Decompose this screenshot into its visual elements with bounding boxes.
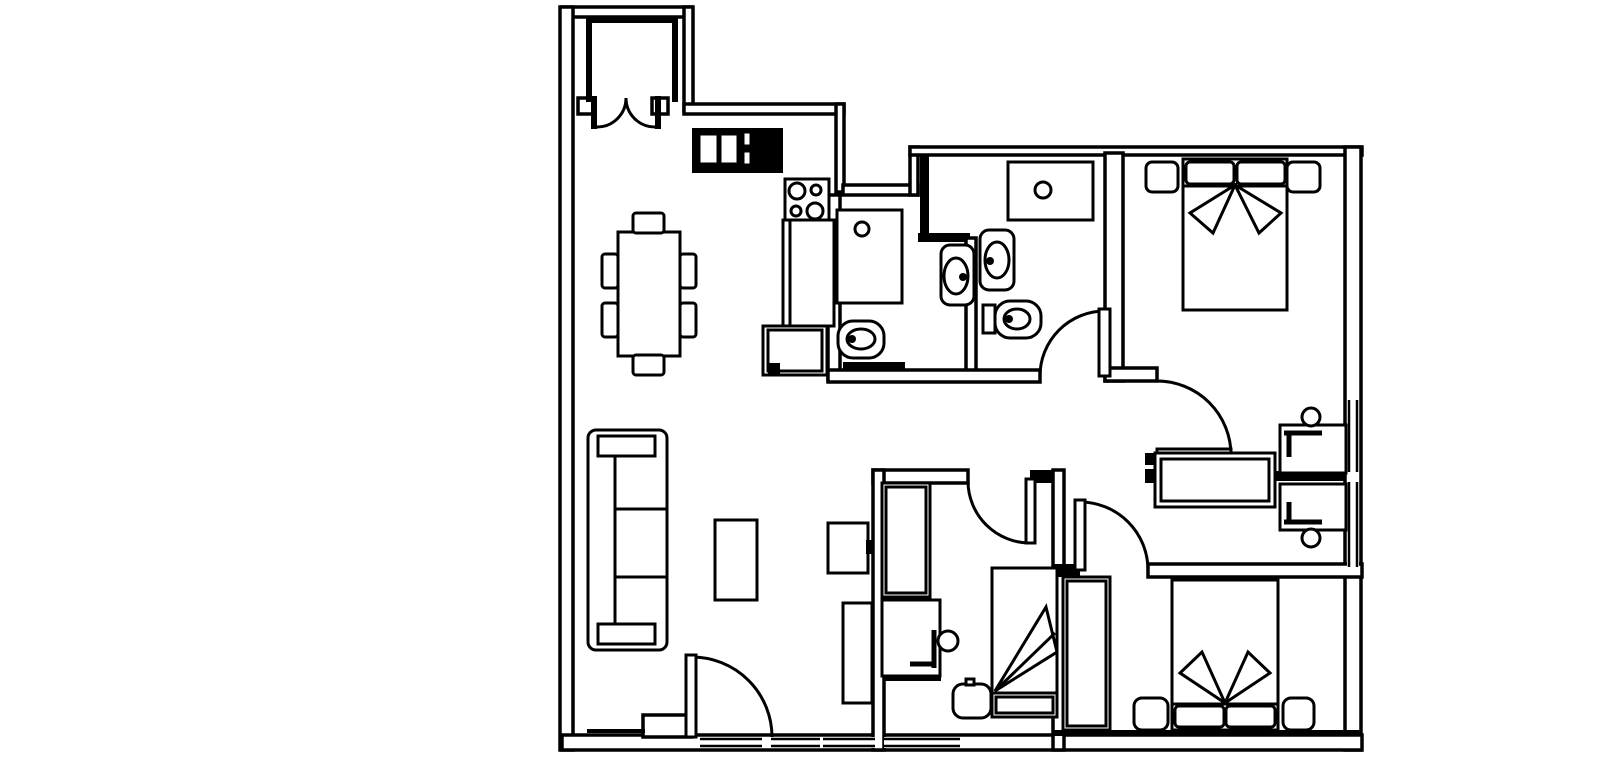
- bathroom1-notch-wall-h: [918, 233, 970, 242]
- bathroom2-toilet: [1005, 315, 1013, 323]
- kitchen-right-wall: [834, 102, 846, 194]
- kitchen-stove: [805, 201, 825, 221]
- bathroom1-toilet: [845, 327, 877, 351]
- desk-station-top: [1300, 406, 1322, 428]
- kitchen-sink-counter: [741, 149, 753, 167]
- bathroom1-notch-wall-v: [920, 155, 929, 238]
- bedroom2-double-bed: [1177, 649, 1229, 708]
- dining-table: [631, 211, 666, 235]
- bedroom3-pouf: [951, 682, 993, 720]
- bedroom3-top-wall: [871, 468, 970, 485]
- sofa: [596, 434, 657, 458]
- kitchen-top-wall: [682, 102, 846, 116]
- tv: [826, 521, 870, 575]
- kitchen-sink-counter: [718, 132, 740, 166]
- bathroom1-toilet: [848, 335, 856, 343]
- coffee-table: [713, 518, 759, 602]
- entry-tower-right-wall: [682, 5, 695, 113]
- living-shelf: [841, 601, 874, 705]
- kitchen-sink-counter: [741, 130, 753, 148]
- bedroom3-single-bed: [993, 603, 1059, 693]
- bedroom1-double-bed: [1187, 181, 1239, 236]
- sofa: [596, 622, 657, 646]
- bedroom3-door-leaf: [1024, 477, 1037, 545]
- bathroom1-vanity: [835, 208, 904, 305]
- dining-table: [616, 230, 682, 358]
- bedroom2-double-bed: [1173, 704, 1226, 729]
- bedroom2-double-bed: [1221, 649, 1273, 708]
- entry-double-door-right-leaf: [655, 96, 661, 129]
- bedroom2-top-wall-right: [1146, 562, 1364, 579]
- bathroom1-washbasin: [942, 256, 970, 296]
- bathroom1-top-wall: [841, 183, 920, 197]
- bathroom2-door-leaf: [1097, 307, 1112, 378]
- entry-double-door-left-leaf: [591, 96, 597, 129]
- bedroom3-window: [884, 737, 960, 748]
- entry-vestibule-inner-right: [672, 17, 678, 102]
- bathroom1-toilet: [836, 319, 886, 360]
- tv: [866, 540, 872, 554]
- dining-table: [678, 252, 698, 290]
- bedroom1-double-bed: [1235, 160, 1287, 186]
- bedroom1-double-bed: [1231, 181, 1284, 236]
- bedroom2-nightstand-right: [1281, 696, 1316, 732]
- bedroom1-double-bed: [1184, 160, 1236, 186]
- bedroom3-door-swing-arc: [966, 480, 1031, 545]
- bedroom1-nightstand-left: [1144, 160, 1180, 194]
- bedroom2-bottom-wall-lip: [1053, 730, 1362, 736]
- entry-vestibule-inner-left: [586, 17, 592, 102]
- dining-table: [631, 353, 666, 377]
- bathrooms-bottom-wall: [826, 368, 1042, 384]
- bedroom3-desk-chair: [936, 629, 960, 653]
- bedroom1-nightstand-right: [1285, 160, 1322, 194]
- bedroom2-door-swing-arc: [1079, 500, 1150, 571]
- entry-double-door-right-swing-arc: [624, 97, 656, 129]
- bottom-left-wall-lip: [587, 729, 645, 733]
- bedroom3-pouf: [964, 677, 976, 687]
- bedroom2-double-bed: [1224, 704, 1277, 729]
- terrace-window-2: [771, 737, 820, 748]
- hall-console-table: [1159, 457, 1271, 503]
- dining-table: [678, 301, 698, 339]
- top-exterior-wall: [908, 145, 1364, 157]
- terrace-door-leaf: [684, 653, 698, 739]
- bedroom2-door-leaf: [1073, 498, 1087, 572]
- bathroom1-shower-screen: [843, 362, 905, 369]
- bathroom2-toilet: [993, 299, 1043, 340]
- kitchen-sink-counter: [697, 132, 720, 166]
- terrace-window-1: [700, 737, 762, 748]
- bedroom1-corner-wall: [1103, 366, 1159, 383]
- bathroom2-toilet: [981, 303, 997, 335]
- terrace-door-swing-arc: [691, 655, 774, 738]
- bathroom2-vanity: [1033, 180, 1053, 200]
- washing-machine: [768, 363, 780, 375]
- kitchen-stove: [787, 181, 807, 201]
- bathroom1-washbasin: [959, 273, 967, 281]
- entry-vestibule-inner-top: [586, 17, 678, 23]
- dining-table: [600, 252, 620, 290]
- living-window: [823, 737, 875, 748]
- bathroom2-washbasin: [986, 257, 994, 265]
- left-exterior-wall: [558, 5, 575, 752]
- dining-table: [600, 301, 620, 339]
- bathroom2-washbasin: [983, 240, 1011, 280]
- bedroom3-single-bed: [994, 695, 1055, 715]
- kitchen-stove: [789, 204, 803, 218]
- bedroom2-top-wall-left: [1053, 564, 1080, 577]
- bathroom2-door-swing-arc: [1038, 309, 1106, 377]
- bathroom1-vanity: [853, 220, 871, 238]
- desk-station-bottom: [1300, 527, 1322, 549]
- bathroom2-toilet: [1002, 307, 1032, 331]
- bedroom3-wardrobe: [884, 485, 928, 595]
- sofa: [586, 428, 669, 652]
- entry-tower-top-wall: [560, 5, 694, 19]
- hall-divider-counter: [1275, 471, 1346, 481]
- kitchen-stove: [809, 183, 823, 197]
- bedroom3-single-bed: [993, 631, 1057, 693]
- bedroom1-door-swing-arc: [1156, 379, 1233, 456]
- bedroom2-wardrobe: [1065, 579, 1108, 728]
- bedroom2-nightstand-left: [1132, 696, 1170, 732]
